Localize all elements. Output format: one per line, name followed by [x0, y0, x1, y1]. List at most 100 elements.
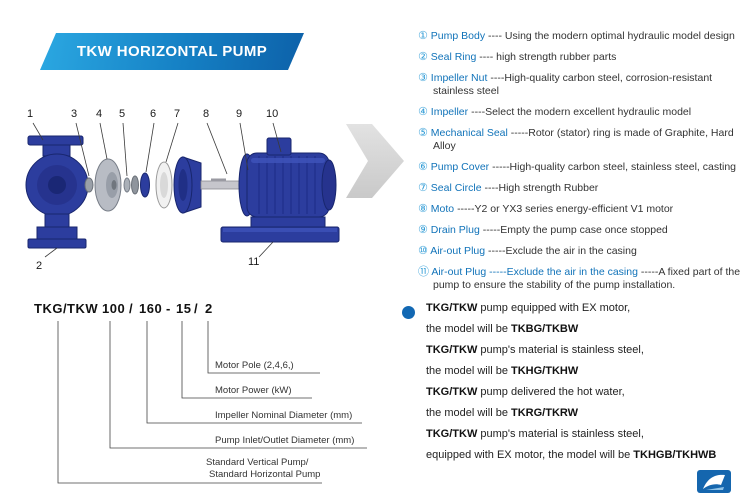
mechanical-seal-part [123, 172, 150, 198]
part-item: ⑤ Mechanical Seal -----Rotor (stator) ri… [418, 127, 752, 153]
part-number: ⑥ [418, 161, 428, 173]
part-number: ⑪ [418, 266, 429, 278]
note-line: the model will be TKRG/TKRW [426, 407, 752, 419]
callout-10: 10 [266, 108, 279, 120]
part-number: ⑧ [418, 203, 428, 215]
callout-8: 8 [203, 108, 210, 120]
note-model-code: TKG/TKW [426, 386, 478, 398]
model-segment-slash2: / [194, 301, 199, 316]
note-line: TKG/TKW pump delivered the hot water, [426, 386, 752, 398]
model-notes: TKG/TKW pump equipped with EX motor, the … [402, 302, 752, 470]
model-segment-diameter: 160 [139, 301, 163, 316]
note-text: pump equipped with EX motor, [477, 302, 631, 314]
note-text: equipped with EX motor, the model will b… [426, 449, 634, 461]
part-number: ④ [418, 106, 428, 118]
note-model-code: TKG/TKW [426, 428, 478, 440]
part-number: ⑤ [418, 127, 428, 139]
label-inlet-outlet: Pump Inlet/Outlet Diameter (mm) [215, 435, 355, 446]
callout-3: 3 [71, 108, 78, 120]
callout-11: 11 [248, 256, 260, 268]
note-text: pump's material is stainless steel, [477, 344, 644, 356]
part-item: ⑪ Air-out Plug -----Exclude the air in t… [418, 266, 752, 292]
callout-9: 9 [236, 108, 243, 120]
right-arrow-icon [346, 124, 404, 198]
seal-circle-part [155, 161, 173, 209]
part-description: ---- Using the modern optimal hydraulic … [488, 30, 735, 42]
part-description: ----High-quality carbon steel, corrosion… [433, 72, 713, 97]
callout-5: 5 [119, 108, 126, 120]
pump-exploded-diagram: 1 3 4 5 6 7 8 9 10 2 11 [15, 100, 360, 285]
model-segment-power: 15 [176, 301, 192, 316]
part-name: Pump Cover [430, 161, 490, 173]
part-item: ⑨ Drain Plug -----Empty the pump case on… [418, 224, 752, 237]
part-description: -----Exclude the air in the casing [488, 245, 637, 257]
base-plate-part [220, 226, 340, 243]
note-line: equipped with EX motor, the model will b… [426, 449, 752, 461]
model-segment-slash1: / [129, 301, 134, 316]
label-motor-pole: Motor Pole (2,4,6,) [215, 360, 294, 371]
impeller-part [94, 158, 122, 212]
callout-7: 7 [174, 108, 181, 120]
part-description: ----Select the modern excellent hydrauli… [471, 106, 692, 118]
part-number: ① [418, 30, 428, 42]
part-item: ⑦ Seal Circle ----High strength Rubber [418, 182, 752, 195]
parts-list: ① Pump Body ---- Using the modern optima… [418, 30, 752, 300]
part-description: -----Empty the pump case once stopped [482, 224, 668, 236]
part-item: ⑥ Pump Cover -----High-quality carbon st… [418, 161, 752, 174]
note-line: TKG/TKW pump's material is stainless ste… [426, 344, 752, 356]
note-text: pump delivered the hot water, [477, 386, 625, 398]
part-description: ----High strength Rubber [484, 182, 599, 194]
label-motor-power: Motor Power (kW) [215, 385, 292, 396]
model-segment-inlet: 100 [102, 301, 126, 316]
note-model-code: TKHG/TKHW [511, 365, 579, 377]
part-name: Pump Body [430, 30, 486, 42]
page-title: TKW HORIZONTAL PUMP [76, 43, 268, 60]
model-code-lines [57, 321, 367, 484]
note-text: the model will be [426, 323, 511, 335]
motor-part [238, 137, 337, 228]
part-description: -----High-quality carbon steel, stainles… [492, 161, 737, 173]
note-line: TKG/TKW pump's material is stainless ste… [426, 428, 752, 440]
note-line: the model will be TKBG/TKBW [426, 323, 752, 335]
part-description: -----A fixed part of the pump to ensure … [433, 266, 741, 291]
part-item: ③ Impeller Nut ----High-quality carbon s… [418, 72, 752, 98]
part-name: Impeller [430, 106, 469, 118]
part-name: Impeller Nut [430, 72, 488, 84]
part-name: Air-out Plug -----Exclude the air in the… [431, 266, 638, 278]
note-lines: TKG/TKW pump equipped with EX motor, the … [426, 302, 752, 461]
note-text: the model will be [426, 407, 511, 419]
model-code-breakdown: TKG/TKW 100 / 160 - 15 / 2 Motor Pole (2… [30, 295, 410, 500]
part-number: ② [418, 51, 428, 63]
label-impeller-diameter: Impeller Nominal Diameter (mm) [215, 410, 353, 421]
part-name: Mechanical Seal [430, 127, 508, 139]
part-name: Seal Ring [430, 51, 477, 63]
note-text: the model will be [426, 365, 511, 377]
part-number: ⑨ [418, 224, 428, 236]
label-standard-horizontal: Standard Horizontal Pump [209, 469, 321, 480]
note-model-code: TKG/TKW [426, 302, 478, 314]
part-name: Drain Plug [430, 224, 480, 236]
callout-4: 4 [96, 108, 103, 120]
model-segment-series: TKG/TKW [34, 301, 99, 316]
part-item: ⑧ Moto -----Y2 or YX3 series energy-effi… [418, 203, 752, 216]
part-description: -----Rotor (stator) ring is made of Grap… [433, 127, 734, 152]
model-segment-pole: 2 [205, 301, 213, 316]
part-item: ④ Impeller ----Select the modern excelle… [418, 106, 752, 119]
callout-2: 2 [36, 260, 43, 272]
note-text: pump's material is stainless steel, [477, 428, 644, 440]
title-banner: TKW HORIZONTAL PUMP [40, 33, 304, 70]
part-name: Seal Circle [430, 182, 482, 194]
brand-logo [694, 466, 734, 496]
part-number: ③ [418, 72, 428, 84]
callout-1: 1 [27, 108, 34, 120]
pump-illustration [25, 122, 340, 258]
part-description: ---- high strength rubber parts [479, 51, 617, 63]
part-item: ① Pump Body ---- Using the modern optima… [418, 30, 752, 43]
note-line: the model will be TKHG/TKHW [426, 365, 752, 377]
label-standard-vertical: Standard Vertical Pump/ [206, 457, 309, 468]
part-item: ⑩ Air-out Plug -----Exclude the air in t… [418, 245, 752, 258]
part-item: ② Seal Ring ---- high strength rubber pa… [418, 51, 752, 64]
pump-cover-part [173, 156, 202, 214]
callout-6: 6 [150, 108, 157, 120]
